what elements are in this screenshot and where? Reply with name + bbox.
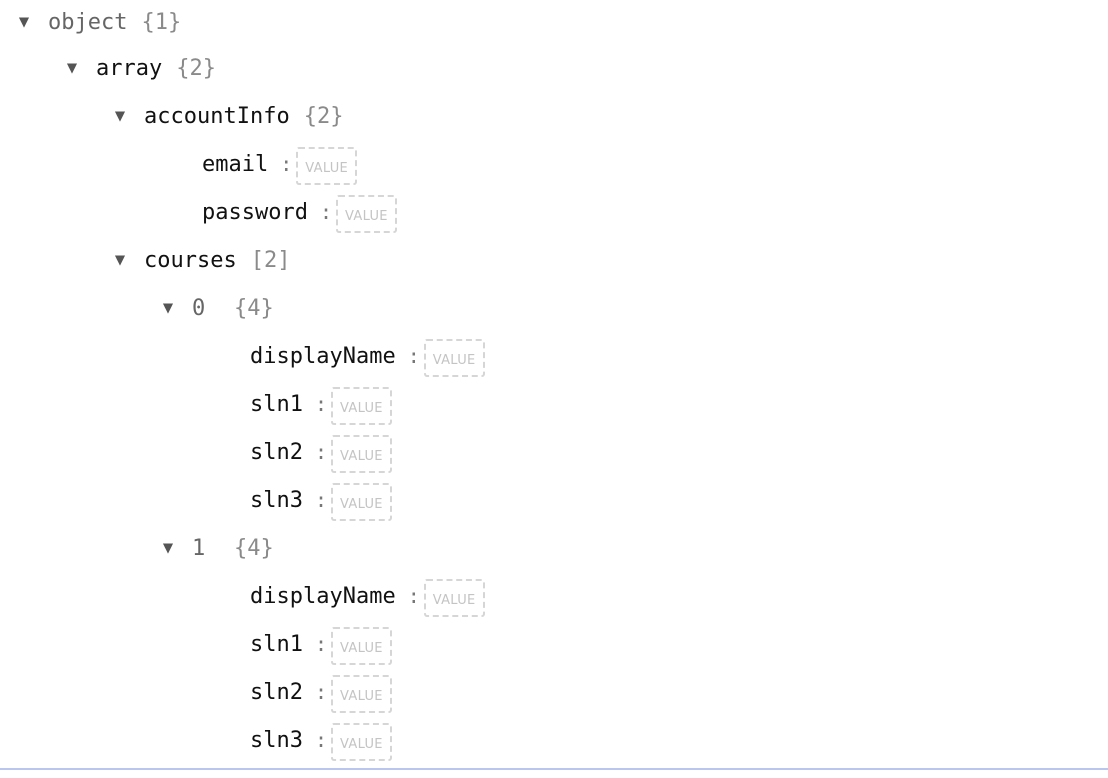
value-input[interactable]: VALUE <box>331 483 392 521</box>
value-input[interactable]: VALUE <box>331 387 392 425</box>
node-count: [2] <box>250 247 291 273</box>
field-colon: : <box>407 344 420 368</box>
tree-field-sln2: sln2 : VALUE <box>0 428 1108 476</box>
field-key: sln3 <box>250 727 303 753</box>
collapse-triangle-icon[interactable]: ▼ <box>162 538 174 558</box>
field-key: displayName <box>250 583 396 609</box>
field-key: sln3 <box>250 487 303 513</box>
field-colon: : <box>314 728 328 752</box>
field-key: sln1 <box>250 391 303 417</box>
tree-node-course-1: ▼ 1 {4} <box>0 524 1108 572</box>
tree-field-sln3: sln3 : VALUE <box>0 476 1108 524</box>
tree-node-object: ▼ object {1} <box>0 0 1108 44</box>
field-key: password <box>202 199 308 225</box>
field-key: sln1 <box>250 631 303 657</box>
node-count: {2} <box>176 55 216 81</box>
value-input[interactable]: VALUE <box>331 675 392 713</box>
field-key: displayName <box>250 343 396 369</box>
field-colon: : <box>407 584 420 608</box>
tree-node-courses: ▼ courses [2] <box>0 236 1108 284</box>
value-input[interactable]: VALUE <box>331 723 392 761</box>
tree-field-sln1: sln1 : VALUE <box>0 620 1108 668</box>
field-key: sln2 <box>250 439 303 465</box>
collapse-triangle-icon[interactable]: ▼ <box>18 12 30 32</box>
node-index: 1 <box>192 535 206 561</box>
collapse-triangle-icon[interactable]: ▼ <box>66 58 78 78</box>
node-count: {4} <box>234 295 274 321</box>
field-key: sln2 <box>250 679 303 705</box>
value-input[interactable]: VALUE <box>331 435 392 473</box>
tree-field-email: email : VALUE <box>0 140 1108 188</box>
tree-node-course-0: ▼ 0 {4} <box>0 284 1108 332</box>
collapse-triangle-icon[interactable]: ▼ <box>114 250 126 270</box>
tree-field-sln1: sln1 : VALUE <box>0 380 1108 428</box>
field-colon: : <box>314 632 328 656</box>
value-input[interactable]: VALUE <box>336 195 397 233</box>
tree-field-displayname: displayName : VALUE <box>0 332 1108 380</box>
node-key: object <box>48 9 128 35</box>
node-count: {1} <box>141 9 182 35</box>
collapse-triangle-icon[interactable]: ▼ <box>162 298 174 318</box>
field-colon: : <box>314 680 328 704</box>
value-input[interactable]: VALUE <box>331 627 392 665</box>
field-colon: : <box>314 392 328 416</box>
tree-field-password: password : VALUE <box>0 188 1108 236</box>
node-key: courses <box>144 247 237 273</box>
node-index: 0 <box>192 295 206 321</box>
tree-field-sln3: sln3 : VALUE <box>0 716 1108 764</box>
node-count: {4} <box>234 535 274 561</box>
node-key: array <box>96 55 163 81</box>
field-key: email <box>202 151 269 177</box>
bottom-divider <box>0 768 1108 770</box>
tree-node-accountinfo: ▼ accountInfo {2} <box>0 92 1108 140</box>
node-count: {2} <box>303 103 344 129</box>
value-input[interactable]: VALUE <box>423 579 485 617</box>
tree-field-sln2: sln2 : VALUE <box>0 668 1108 716</box>
value-input[interactable]: VALUE <box>296 147 358 185</box>
collapse-triangle-icon[interactable]: ▼ <box>114 106 126 126</box>
tree-node-array: ▼ array {2} <box>0 44 1108 92</box>
tree-field-displayname: displayName : VALUE <box>0 572 1108 620</box>
node-key: accountInfo <box>144 103 290 129</box>
field-colon: : <box>314 488 328 512</box>
field-colon: : <box>280 152 293 176</box>
value-input[interactable]: VALUE <box>423 339 485 377</box>
field-colon: : <box>319 200 333 224</box>
field-colon: : <box>314 440 328 464</box>
